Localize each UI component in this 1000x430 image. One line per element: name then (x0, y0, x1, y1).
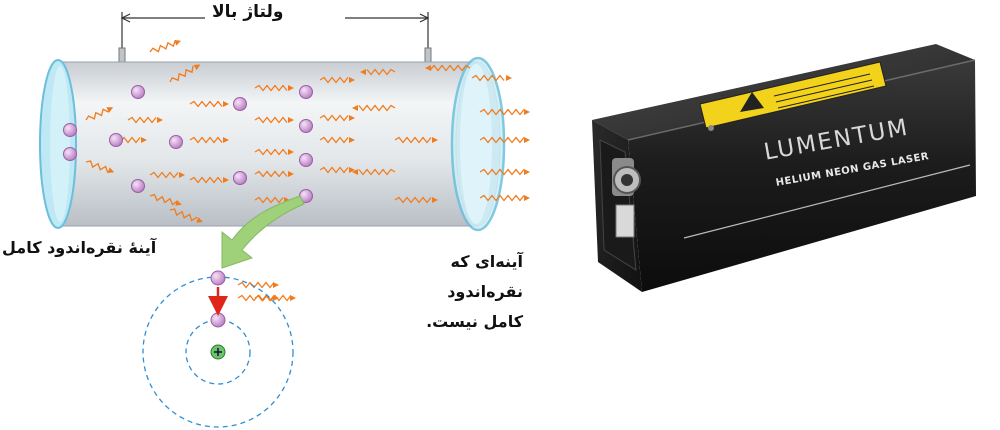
photon-wave (394, 196, 432, 204)
full-mirror (39, 59, 77, 229)
photon-wave (254, 84, 288, 92)
atom (63, 147, 77, 161)
photon-arrowhead (524, 169, 530, 175)
atom (109, 133, 123, 147)
photon-wave (471, 74, 505, 82)
photon-arrowhead (288, 171, 294, 177)
photon-wave (254, 196, 284, 204)
photon-arrowhead (349, 137, 355, 143)
excited-electron (210, 270, 226, 286)
photon-arrowhead (179, 172, 185, 178)
photon-wave (479, 136, 525, 144)
photon-wave (319, 136, 349, 144)
photon-arrowhead (175, 200, 182, 206)
photon-arrowhead (352, 105, 358, 111)
photon-wave (85, 160, 109, 173)
atom (299, 85, 313, 99)
photon-arrowhead (349, 115, 355, 121)
photon-arrowhead (360, 69, 366, 75)
photon-arrowhead (196, 217, 203, 223)
photon-arrowhead (524, 137, 530, 143)
photon-wave (479, 168, 525, 176)
photon-wave (319, 166, 349, 174)
photon-wave (149, 171, 179, 179)
photon-wave (358, 168, 396, 176)
photon-wave (254, 170, 288, 178)
photon-arrowhead (223, 101, 229, 107)
photon-arrowhead (288, 149, 294, 155)
photon-wave (149, 39, 177, 53)
photon-wave (169, 208, 198, 222)
high-voltage-label: ولتاژ بالا (212, 2, 284, 22)
photon-wave (254, 116, 288, 124)
atom (299, 153, 313, 167)
photon-arrowhead (506, 75, 512, 81)
photon-wave (479, 108, 525, 116)
photon-arrowhead (174, 39, 182, 46)
atom-model (142, 270, 294, 428)
partial-mirror-label: آینه‌ای که نقره‌اندود کامل نیست. (383, 247, 523, 337)
photon-wave (366, 68, 396, 76)
ground-electron (210, 312, 226, 328)
photon-wave (189, 136, 223, 144)
photon-wave (189, 100, 223, 108)
laser-device (592, 44, 976, 292)
photon-wave (254, 148, 288, 156)
zoom-arrow (221, 195, 305, 269)
photon-wave (394, 136, 432, 144)
atom (233, 97, 247, 111)
photon-arrowhead (349, 167, 355, 173)
photon-wave (85, 108, 110, 121)
photon-arrowhead (193, 64, 201, 71)
photon-arrowhead (432, 137, 438, 143)
photon-wave (254, 294, 292, 302)
photon-wave (237, 281, 275, 289)
atom (63, 123, 77, 137)
photon-arrowhead (524, 109, 530, 115)
photon-wave (319, 76, 349, 84)
photon-arrowhead (141, 137, 147, 143)
photon-arrowhead (157, 117, 163, 123)
photon-arrowhead (349, 77, 355, 83)
atom (131, 85, 145, 99)
photon-arrowhead (273, 282, 279, 288)
photon-arrowhead (288, 85, 294, 91)
atom (233, 171, 247, 185)
photon-arrowhead (425, 65, 431, 71)
atom (131, 179, 145, 193)
photon-wave (127, 116, 157, 124)
photon-arrowhead (432, 197, 438, 203)
photon-arrowhead (107, 167, 115, 174)
partial-mirror (450, 56, 506, 232)
photon-arrowhead (106, 107, 114, 113)
photon-wave (319, 114, 349, 122)
partial-mirror-label-line1: آینه‌ای که نقره‌اندود (447, 252, 523, 301)
partial-mirror-label-line2: کامل نیست. (426, 312, 523, 331)
photon-wave (358, 104, 396, 112)
photon-arrowhead (288, 117, 294, 123)
photon-wave (479, 194, 525, 202)
atoms (63, 85, 313, 203)
photon-arrowhead (524, 195, 530, 201)
photon-arrowhead (352, 169, 358, 175)
photon-arrowhead (290, 295, 296, 301)
photon-wave (189, 176, 223, 184)
warning-label (699, 61, 887, 129)
photon-wave (149, 193, 179, 206)
photon-wave (429, 64, 471, 72)
atom (169, 135, 183, 149)
photon-arrowhead (223, 177, 229, 183)
atom (299, 119, 313, 133)
photon-wave (169, 65, 194, 83)
full-mirror-label: آینهٔ نقره‌اندود کامل (2, 238, 157, 257)
photon-waves (85, 39, 530, 302)
photon-arrowhead (223, 137, 229, 143)
